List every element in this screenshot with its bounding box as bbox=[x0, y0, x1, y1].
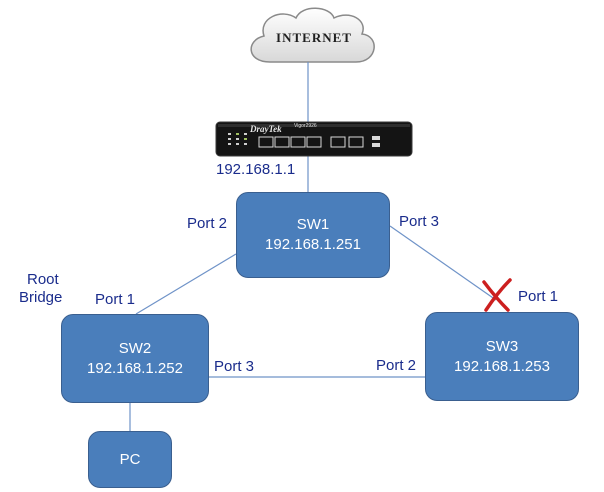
root-bridge-label-line1: Root bbox=[27, 271, 59, 288]
link-sw1-sw3 bbox=[389, 225, 497, 301]
port-label-sw3-top: Port 1 bbox=[518, 288, 559, 305]
port-label-sw1-left: Port 2 bbox=[187, 215, 228, 232]
port-label-sw1-right: Port 3 bbox=[399, 213, 440, 230]
link-sw1-sw2 bbox=[135, 253, 237, 315]
router-model: Vigor2926 bbox=[294, 123, 317, 129]
red-x-icon bbox=[482, 278, 512, 312]
switch-sw2-name: SW2 bbox=[118, 339, 152, 357]
internet-cloud-icon bbox=[250, 7, 375, 63]
router-brand: DrayTek bbox=[250, 124, 282, 134]
switch-sw2-ip: 192.168.1.252 bbox=[87, 359, 183, 377]
switch-sw1-ip: 192.168.1.251 bbox=[265, 236, 361, 253]
router-icon bbox=[215, 121, 413, 157]
port-label-sw3-left: Port 2 bbox=[376, 357, 417, 374]
switch-sw3-ip: 192.168.1.253 bbox=[454, 357, 550, 375]
internet-label: INTERNET bbox=[276, 30, 352, 45]
switch-sw3-name: SW3 bbox=[485, 337, 519, 355]
router-ip: 192.168.1.1 bbox=[216, 161, 296, 178]
root-bridge-label-line2: Bridge bbox=[19, 289, 63, 306]
pc-name: PC bbox=[119, 450, 141, 468]
pc-node[interactable]: PC bbox=[88, 431, 172, 488]
switch-sw3[interactable]: SW3 192.168.1.253 bbox=[425, 312, 579, 401]
port-label-sw2-right: Port 3 bbox=[214, 358, 255, 375]
port-label-sw2-top: Port 1 bbox=[95, 291, 136, 308]
switch-sw1-name: SW1 bbox=[296, 216, 330, 233]
switch-sw2[interactable]: SW2 192.168.1.252 bbox=[61, 314, 209, 403]
switch-sw1[interactable]: SW1 192.168.1.251 bbox=[236, 192, 390, 278]
